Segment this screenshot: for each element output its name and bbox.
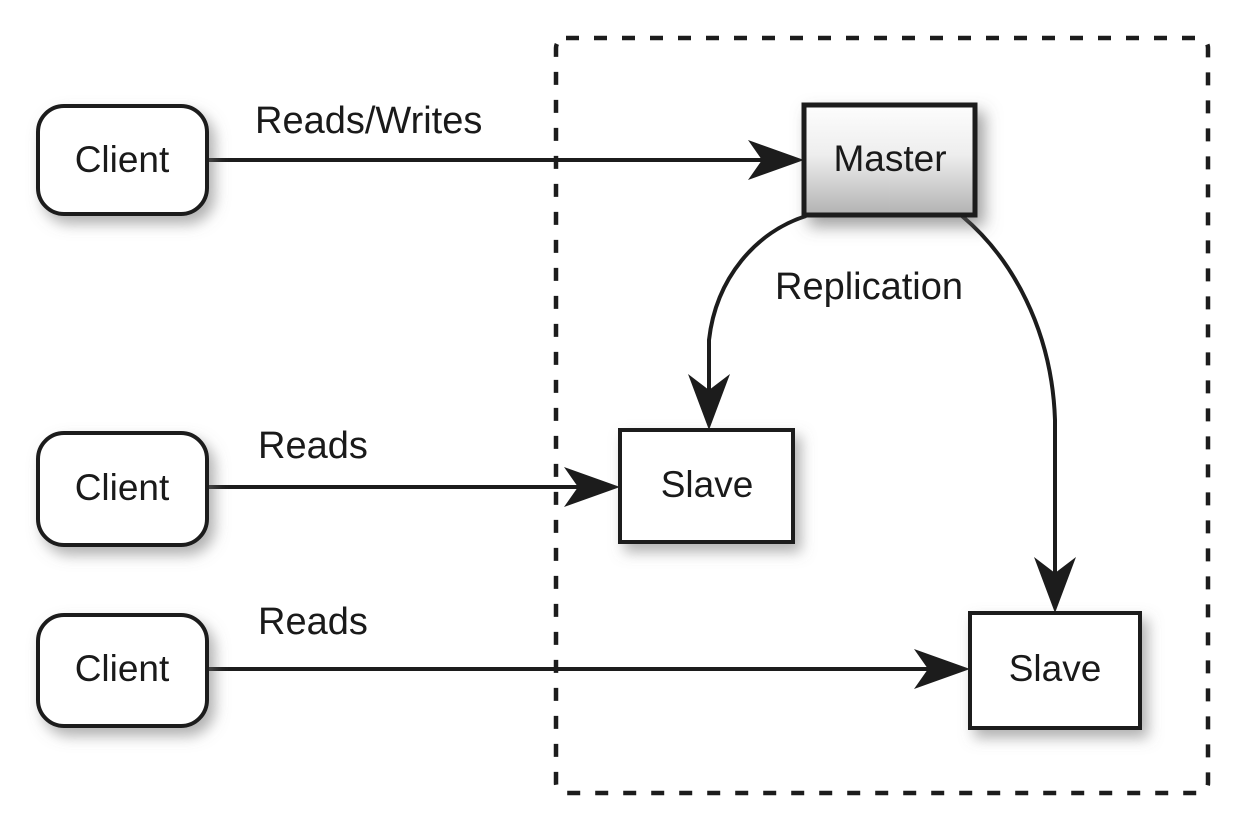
edge-label-replication: Replication: [775, 266, 963, 308]
edge-label-reads-writes: Reads/Writes: [255, 100, 482, 142]
edge-label-reads-lower: Reads: [258, 601, 368, 643]
node-client-1-label: Client: [75, 139, 170, 180]
node-master[interactable]: Master: [801, 102, 978, 218]
node-client-3-label: Client: [75, 648, 170, 689]
node-slave-2[interactable]: Slave: [968, 611, 1142, 730]
node-client-2-label: Client: [75, 467, 170, 508]
node-slave-1-label: Slave: [661, 464, 754, 505]
node-client-1[interactable]: Client: [36, 104, 209, 216]
edge-master-slave1: [688, 214, 807, 430]
node-slave-2-label: Slave: [1009, 648, 1102, 689]
edge-client1-master: [207, 140, 804, 180]
node-client-3[interactable]: Client: [36, 613, 209, 728]
replication-cluster-boundary: [553, 35, 1211, 796]
node-master-label: Master: [833, 138, 946, 179]
edge-client2-slave1: [207, 467, 620, 507]
node-client-2[interactable]: Client: [36, 431, 209, 547]
node-slave-1[interactable]: Slave: [618, 428, 795, 544]
edge-label-reads-upper: Reads: [258, 425, 368, 467]
edge-master-slave2: [960, 214, 1076, 613]
edge-client3-slave2: [207, 649, 970, 689]
